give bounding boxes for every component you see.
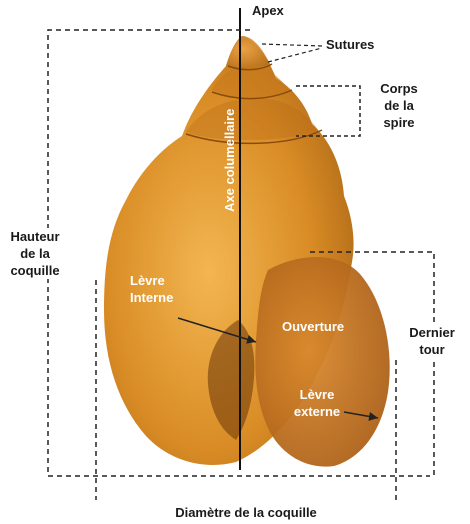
label-hauteur-line-2: de la: [4, 245, 66, 262]
label-ouverture: Ouverture: [282, 318, 344, 335]
label-levre-interne-line-1: Lèvre: [130, 272, 173, 289]
label-corps-de-la-spire: Corps de la spire: [364, 80, 434, 131]
label-apex: Apex: [252, 2, 284, 19]
label-diametre-coquille: Diamètre de la coquille: [96, 504, 396, 521]
label-levre-externe-line-2: externe: [280, 403, 354, 420]
aperture: [255, 257, 389, 467]
label-hauteur-coquille: Hauteur de la coquille: [4, 228, 66, 279]
suture-pointer-2: [268, 48, 322, 62]
label-hauteur-line-1: Hauteur: [4, 228, 66, 245]
label-corps-line-2: de la: [364, 97, 434, 114]
label-levre-externe: Lèvre externe: [280, 386, 354, 420]
label-levre-externe-line-1: Lèvre: [280, 386, 354, 403]
label-dernier-line-2: tour: [402, 341, 462, 358]
label-axe-columellaire: Axe columellaire: [222, 109, 237, 212]
spire-whorl-top: [226, 36, 270, 68]
label-corps-line-3: spire: [364, 114, 434, 131]
label-hauteur-line-3: coquille: [4, 262, 66, 279]
suture-pointer-1: [262, 44, 322, 46]
label-corps-line-1: Corps: [364, 80, 434, 97]
label-dernier-tour: Dernier tour: [402, 324, 462, 358]
label-levre-interne: Lèvre Interne: [130, 272, 173, 306]
label-levre-interne-line-2: Interne: [130, 289, 173, 306]
label-sutures: Sutures: [326, 36, 374, 53]
label-dernier-line-1: Dernier: [402, 324, 462, 341]
